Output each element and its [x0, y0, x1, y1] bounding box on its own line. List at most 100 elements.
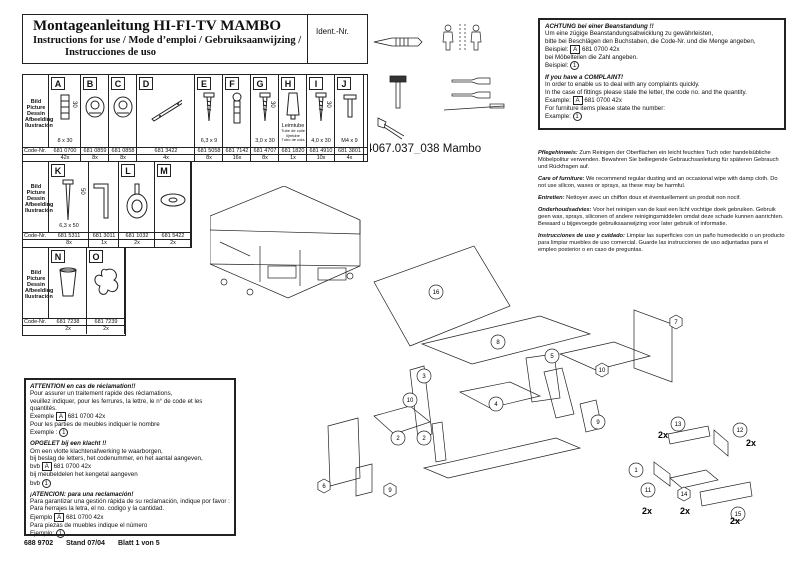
- care-list: Pflegehinweis: Zum Reinigen der Oberfläc…: [538, 150, 786, 254]
- hex-key-icon: [88, 178, 120, 227]
- drawer-part-quantity: 2x: [746, 438, 756, 448]
- complaint-fr-heading: ATTENTION en cas de réclamation!!: [30, 383, 136, 390]
- part-number-marker: [488, 396, 504, 412]
- page-title: Montageanleitung HI-FI-TV MAMBO: [33, 18, 282, 34]
- part-number: 2: [396, 436, 400, 442]
- drawer-part-quantity: 2x: [730, 516, 740, 526]
- part-letter: B: [83, 77, 97, 90]
- part-code: 681 3801: [338, 148, 361, 154]
- complaint-de-line: bei Möbelteilen die Zahl angeben.: [545, 53, 638, 61]
- complaint-en-example2: Example: 1: [545, 112, 779, 122]
- part-letter: O: [89, 250, 103, 263]
- part-dimension: M4 x 9: [341, 138, 358, 144]
- complaint-fr-line: veuillez indiquer, pour les ferrures, la…: [30, 397, 203, 412]
- part-number: 1: [634, 468, 638, 474]
- label-afbeelding: Afbeelding: [25, 117, 54, 123]
- part-quantity: 8x: [66, 240, 72, 246]
- part-code: 681 7239: [94, 319, 118, 325]
- example-number: 1: [59, 428, 69, 438]
- example-label: Exemple :: [30, 429, 58, 437]
- example-code: 681 0700 42x: [65, 513, 104, 521]
- example-label: Ejemplo:: [30, 529, 55, 537]
- washer-icon: [157, 178, 189, 227]
- care-item: Entretien: Nettoyer avec un chiffon doux…: [538, 195, 786, 202]
- complaint-de-example2: Beispiel: 1: [545, 61, 779, 71]
- care-text: Zum Reinigen der Oberflächen ein leicht …: [538, 150, 779, 170]
- ident-label: Ident.-Nr.: [316, 27, 349, 36]
- complaint-fr-example: Exemple A 681 0700 42x: [30, 412, 230, 422]
- glue-text: Leimtube: [281, 123, 305, 129]
- part-number: 14: [681, 492, 688, 498]
- part-code: 681 3422: [154, 148, 178, 154]
- label-dessin: Dessin: [26, 196, 46, 202]
- complaint-nl-line: Om een vlotte klachtenafwerking te waarb…: [30, 447, 163, 455]
- complaint-es-example: Ejemplo A 681 0700 42x: [30, 512, 230, 522]
- care-heading: Entretien:: [538, 195, 565, 201]
- cup-icon: [52, 264, 84, 313]
- care-heading: Instrucciones de uso y cuidado:: [538, 233, 625, 239]
- parts-table: Bild Picture Dessin Afbeelding Ilustraci…: [22, 74, 368, 162]
- care-text: Limpiar las superficies con un paño hume…: [538, 233, 785, 253]
- part-number-marker: [402, 392, 418, 408]
- example-number: 1: [570, 61, 580, 71]
- castor-wheel-icon: [121, 178, 153, 227]
- part-dimension: 3,0 x 30: [255, 138, 275, 144]
- leaf-clip-icon: [90, 264, 122, 313]
- part-code: 681 0700: [53, 148, 77, 154]
- part-number: 13: [675, 422, 682, 428]
- screw-icon: [249, 91, 281, 140]
- example-code: 681 0700 42x: [582, 45, 620, 53]
- example-number: 1: [41, 478, 51, 488]
- complaint-en-example: Example: A 681 0700 42x: [545, 96, 779, 106]
- part-letter: F: [225, 77, 239, 90]
- part-length: 30: [269, 101, 275, 108]
- part-quantity: 42x: [60, 155, 70, 161]
- label-picture: Picture: [26, 190, 46, 196]
- row-label-code: Code-Nr.: [24, 148, 47, 154]
- label-afbeelding: Afbeelding: [25, 288, 54, 294]
- glue-text: Tubo de cola: [281, 137, 305, 142]
- complaint-de-heading: ACHTUNG bei einer Beanstandung !!: [545, 23, 654, 30]
- part-quantity: 2x: [65, 326, 71, 332]
- part-number-marker: [317, 478, 331, 494]
- complaint-es-example2: Ejemplo: 1: [30, 528, 230, 538]
- part-length: 30: [325, 101, 331, 108]
- complaint-nl-heading: OPGELET bij een klacht !!: [30, 440, 107, 448]
- example-letter: A: [41, 462, 52, 472]
- example-label: Beispiel:: [545, 45, 569, 53]
- rail-icon: [150, 91, 187, 140]
- part-number-marker: [490, 334, 506, 350]
- connector-bolt-icon: [221, 91, 253, 140]
- part-code: 681 7142: [225, 148, 249, 154]
- care-item: Pflegehinweis: Zum Reinigen der Oberfläc…: [538, 150, 786, 171]
- people-icon: [442, 24, 482, 52]
- care-item: Onderhoudsadvies: Voor het reinigen van …: [538, 207, 786, 228]
- drawer-part-quantity: 2x: [658, 430, 668, 440]
- part-quantity: 2x: [134, 240, 140, 246]
- complaint-en-line: In the case of fittings please state the…: [545, 88, 747, 96]
- part-number-marker: [670, 416, 686, 432]
- complaint-es-line: Para piezas de muebles indique el número: [30, 521, 148, 529]
- complaint-de-line: Um eine zügige Beanstandungsabwicklung z…: [545, 30, 714, 38]
- complaint-en-heading: If you have a COMPLAINT!: [545, 74, 624, 82]
- example-number: 1: [572, 112, 582, 122]
- part-number: 8: [496, 340, 500, 346]
- glue-tube-icon: [277, 91, 309, 140]
- complaint-box-de-en: ACHTUNG bei einer Beanstandung !! Um ein…: [538, 18, 786, 130]
- label-ilustracion: Ilustración: [25, 294, 53, 300]
- row-label-code: Code-Nr.: [24, 319, 47, 325]
- part-quantity: 1x: [101, 240, 107, 246]
- part-letter: J: [337, 77, 351, 90]
- care-heading: Pflegehinweis:: [538, 150, 578, 156]
- cam-lock-icon: [79, 91, 111, 140]
- part-quantity: 10x: [316, 155, 326, 161]
- example-letter: A: [55, 412, 66, 422]
- part-number-marker: [669, 314, 683, 330]
